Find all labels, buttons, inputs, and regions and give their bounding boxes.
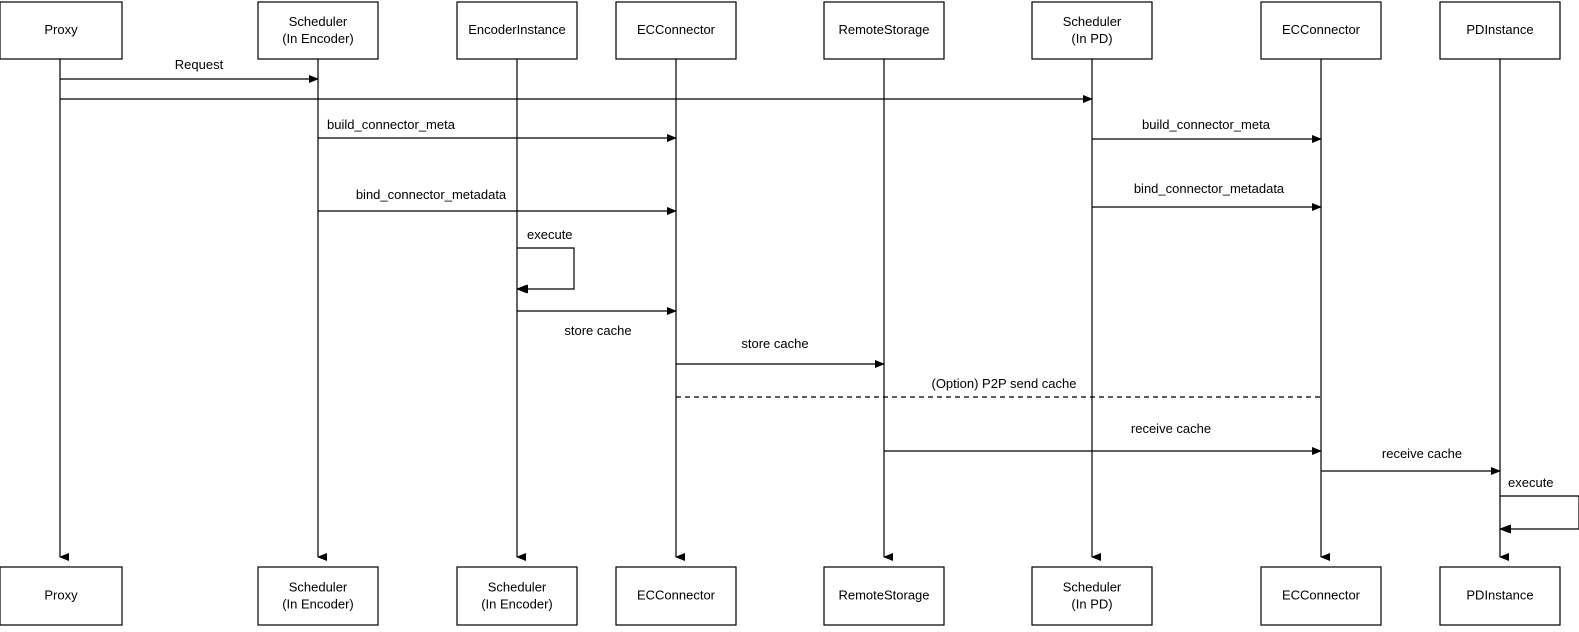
participant-box[interactable]: [0, 566, 123, 626]
participant-label-line1: ECConnector: [1282, 587, 1361, 602]
participant-label-line1: ECConnector: [637, 22, 716, 37]
participant-top-pd-instance[interactable]: PDInstance: [1439, 1, 1561, 60]
messages-group: Request build_connector_meta build_connect…: [60, 57, 1501, 475]
participant-box[interactable]: [257, 1, 379, 60]
participant-label-line1: Proxy: [44, 22, 78, 37]
participant-label-line1: Scheduler: [289, 579, 348, 594]
participant-top-remote-storage[interactable]: RemoteStorage: [823, 1, 945, 60]
participant-box[interactable]: [456, 566, 578, 626]
participant-label-line2: (In PD): [1071, 596, 1112, 611]
participant-box[interactable]: [1260, 566, 1382, 626]
participant-label-line2: (In Encoder): [282, 31, 354, 46]
participant-box[interactable]: [1439, 1, 1561, 60]
participant-label-line1: Scheduler: [488, 579, 547, 594]
participant-top-scheduler-pd[interactable]: Scheduler (In PD): [1031, 1, 1153, 60]
message-label-m7: store cache: [564, 323, 631, 338]
self-message-loop-s2: [1499, 495, 1579, 533]
self-message-loop-s1: [516, 247, 575, 293]
participant-bottom-scheduler-encoder-bottom[interactable]: Scheduler (In Encoder): [257, 566, 379, 626]
participant-label-line1: Scheduler: [1063, 579, 1122, 594]
participant-box[interactable]: [456, 1, 578, 60]
message-label-m4: build_connector_meta: [1142, 117, 1271, 132]
participant-bottom-scheduler-encoder-bottom-2[interactable]: Scheduler (In Encoder): [456, 566, 578, 626]
self-message-arrowhead-s1: [517, 284, 528, 294]
participant-label-line2: (In Encoder): [481, 596, 553, 611]
participant-top-scheduler-encoder[interactable]: Scheduler (In Encoder): [257, 1, 379, 60]
participant-boxes-top: Proxy Scheduler (In Encoder) EncoderInstanc…: [0, 1, 1561, 60]
self-message-arrowhead-s2: [1500, 524, 1511, 534]
self-messages-group: execute execute: [516, 227, 1579, 534]
participant-bottom-pd-instance-bottom[interactable]: PDInstance: [1439, 566, 1561, 626]
participant-top-encoder-instance[interactable]: EncoderInstance: [456, 1, 578, 60]
message-label-m10: receive cache: [1131, 421, 1211, 436]
participant-bottom-remote-storage-bottom[interactable]: RemoteStorage: [823, 566, 945, 626]
participant-box[interactable]: [1031, 566, 1153, 626]
message-label-m8: store cache: [741, 336, 808, 351]
participant-label-line1: Scheduler: [289, 14, 348, 29]
self-message-label-s1: execute: [527, 227, 573, 242]
participant-box[interactable]: [257, 566, 379, 626]
participant-box[interactable]: [1031, 1, 1153, 60]
participant-label-line1: RemoteStorage: [838, 587, 929, 602]
participant-top-proxy[interactable]: Proxy: [0, 1, 123, 60]
participant-bottom-ec-connector-pd-bottom[interactable]: ECConnector: [1260, 566, 1382, 626]
lifelines-group: [59, 59, 1509, 561]
participant-label-line1: Proxy: [44, 587, 78, 602]
participant-label-line1: RemoteStorage: [838, 22, 929, 37]
participant-top-ec-connector-pd[interactable]: ECConnector: [1260, 1, 1382, 60]
participant-label-line1: ECConnector: [1282, 22, 1361, 37]
participant-box[interactable]: [1260, 1, 1382, 60]
participant-box[interactable]: [823, 1, 945, 60]
participant-label-line2: (In Encoder): [282, 596, 354, 611]
participant-box[interactable]: [823, 566, 945, 626]
participant-bottom-scheduler-pd-bottom[interactable]: Scheduler (In PD): [1031, 566, 1153, 626]
participant-label-line1: PDInstance: [1466, 22, 1533, 37]
participant-label-line1: ECConnector: [637, 587, 716, 602]
participant-box[interactable]: [0, 1, 123, 60]
participant-bottom-ec-connector-encoder-bottom[interactable]: ECConnector: [615, 566, 737, 626]
participant-box[interactable]: [615, 1, 737, 60]
participant-box[interactable]: [615, 566, 737, 626]
participant-label-line2: (In PD): [1071, 31, 1112, 46]
participant-boxes-bottom: Proxy Scheduler (In Encoder) Scheduler (In E…: [0, 566, 1561, 626]
message-label-m9: (Option) P2P send cache: [931, 376, 1076, 391]
participant-label-line1: EncoderInstance: [468, 22, 566, 37]
self-message-label-s2: execute: [1508, 475, 1554, 490]
participant-box[interactable]: [1439, 566, 1561, 626]
participant-bottom-proxy-bottom[interactable]: Proxy: [0, 566, 123, 626]
message-label-m1: Request: [175, 57, 224, 72]
participant-label-line1: PDInstance: [1466, 587, 1533, 602]
message-label-m6: bind_connector_metadata: [1134, 181, 1285, 196]
participant-label-line1: Scheduler: [1063, 14, 1122, 29]
message-label-m11: receive cache: [1382, 446, 1462, 461]
participant-top-ec-connector-encoder[interactable]: ECConnector: [615, 1, 737, 60]
message-label-m5: bind_connector_metadata: [356, 187, 507, 202]
message-label-m3: build_connector_meta: [327, 117, 456, 132]
